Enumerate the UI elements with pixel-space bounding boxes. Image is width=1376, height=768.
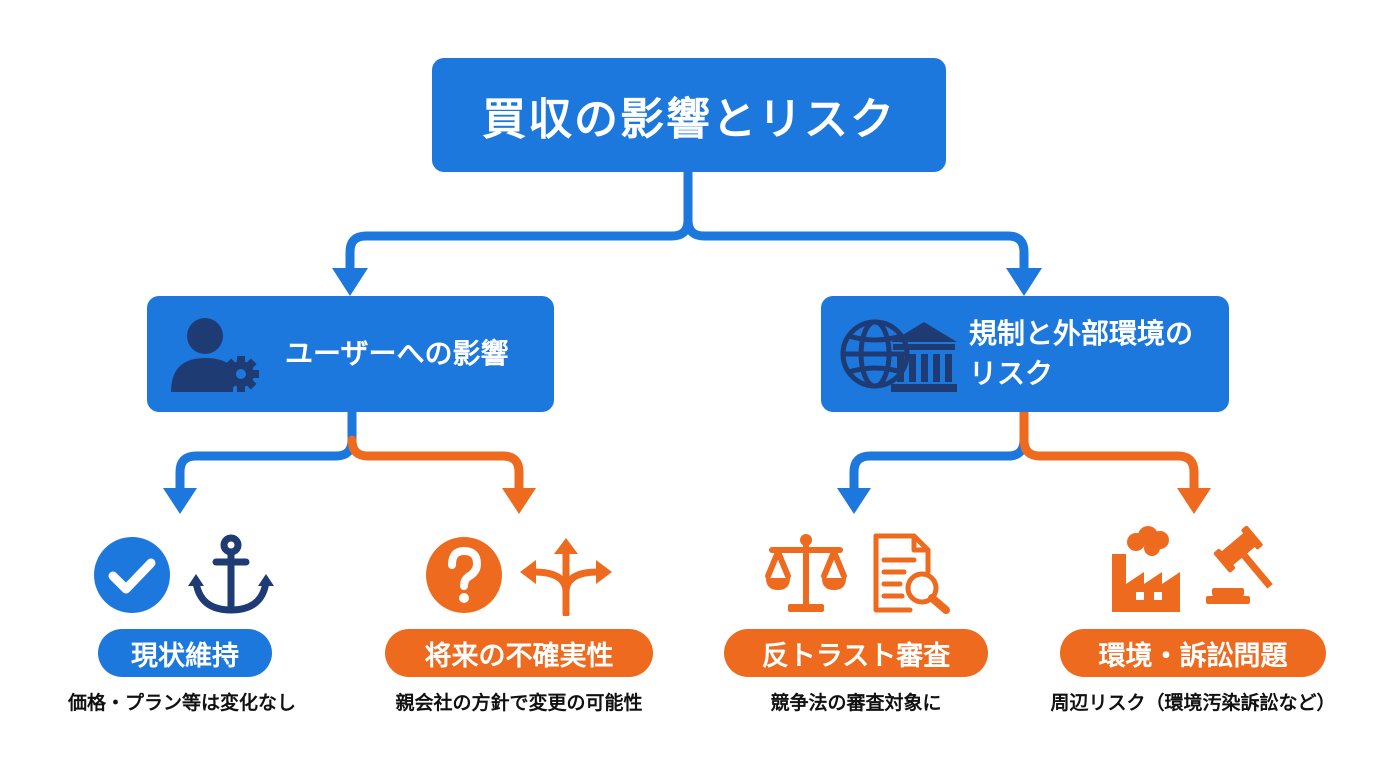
arrow-head bbox=[1006, 268, 1042, 296]
check-circle-icon bbox=[94, 537, 170, 613]
leaf-uncertainty-pill: 将来の不確実性 bbox=[385, 629, 653, 677]
connector-left bbox=[175, 407, 357, 495]
connector-right bbox=[849, 407, 1029, 495]
leaf-label: 反トラスト審査 bbox=[761, 640, 951, 672]
leaf-description: 競争法の審査対象に bbox=[770, 692, 942, 714]
anchor-icon bbox=[188, 534, 274, 614]
question-circle-icon bbox=[426, 537, 502, 613]
connector-right bbox=[1019, 407, 1199, 495]
user-gear-icon bbox=[171, 318, 259, 392]
split-arrows-icon bbox=[520, 538, 612, 616]
leaf-status-quo-pill: 現状維持 bbox=[98, 629, 272, 677]
scales-icon bbox=[765, 534, 847, 612]
branch-user-impact: ユーザーへの影響 bbox=[147, 296, 554, 412]
leaf-antitrust-icons bbox=[764, 532, 952, 614]
leaf-environment-pill: 環境・訴訟問題 bbox=[1060, 629, 1326, 677]
leaf-label: 将来の不確実性 bbox=[424, 640, 614, 672]
diagram-title: 買収の影響とリスク bbox=[482, 94, 896, 145]
connector-root bbox=[683, 215, 1029, 275]
branch-label-line: リスク bbox=[969, 357, 1054, 390]
leaf-description: 価格・プラン等は変化なし bbox=[67, 692, 296, 714]
leaf-label: 現状維持 bbox=[131, 640, 239, 672]
branch-label: 規制と外部環境の リスク bbox=[969, 314, 1193, 394]
arrow-head bbox=[837, 488, 871, 514]
branch-label: ユーザーへの影響 bbox=[285, 337, 509, 370]
document-search-icon bbox=[873, 533, 950, 614]
gavel-icon bbox=[1206, 526, 1273, 604]
arrow-head bbox=[332, 268, 368, 296]
branch-regulation-risk: 規制と外部環境の リスク bbox=[821, 296, 1229, 412]
globe-bank-icon bbox=[840, 319, 957, 392]
arrow-head bbox=[502, 488, 536, 514]
connector-left bbox=[347, 435, 524, 495]
leaf-status-quo-icons bbox=[92, 534, 276, 616]
root-node: 買収の影響とリスク bbox=[432, 58, 946, 172]
arrow-head bbox=[1177, 488, 1211, 514]
leaf-antitrust-pill: 反トラスト審査 bbox=[724, 629, 988, 677]
branch-label-line: 規制と外部環境の bbox=[969, 317, 1194, 350]
factory-icon bbox=[1112, 526, 1180, 612]
leaf-description: 周辺リスク（環境汚染訴訟など） bbox=[1050, 692, 1336, 714]
leaf-label: 環境・訴訟問題 bbox=[1098, 640, 1288, 672]
connector-root bbox=[345, 167, 693, 275]
leaf-uncertainty-icons bbox=[424, 534, 614, 616]
leaf-description: 親会社の方針で変更の可能性 bbox=[395, 692, 643, 714]
arrow-head bbox=[163, 488, 197, 514]
leaf-environment-icons bbox=[1106, 524, 1288, 614]
